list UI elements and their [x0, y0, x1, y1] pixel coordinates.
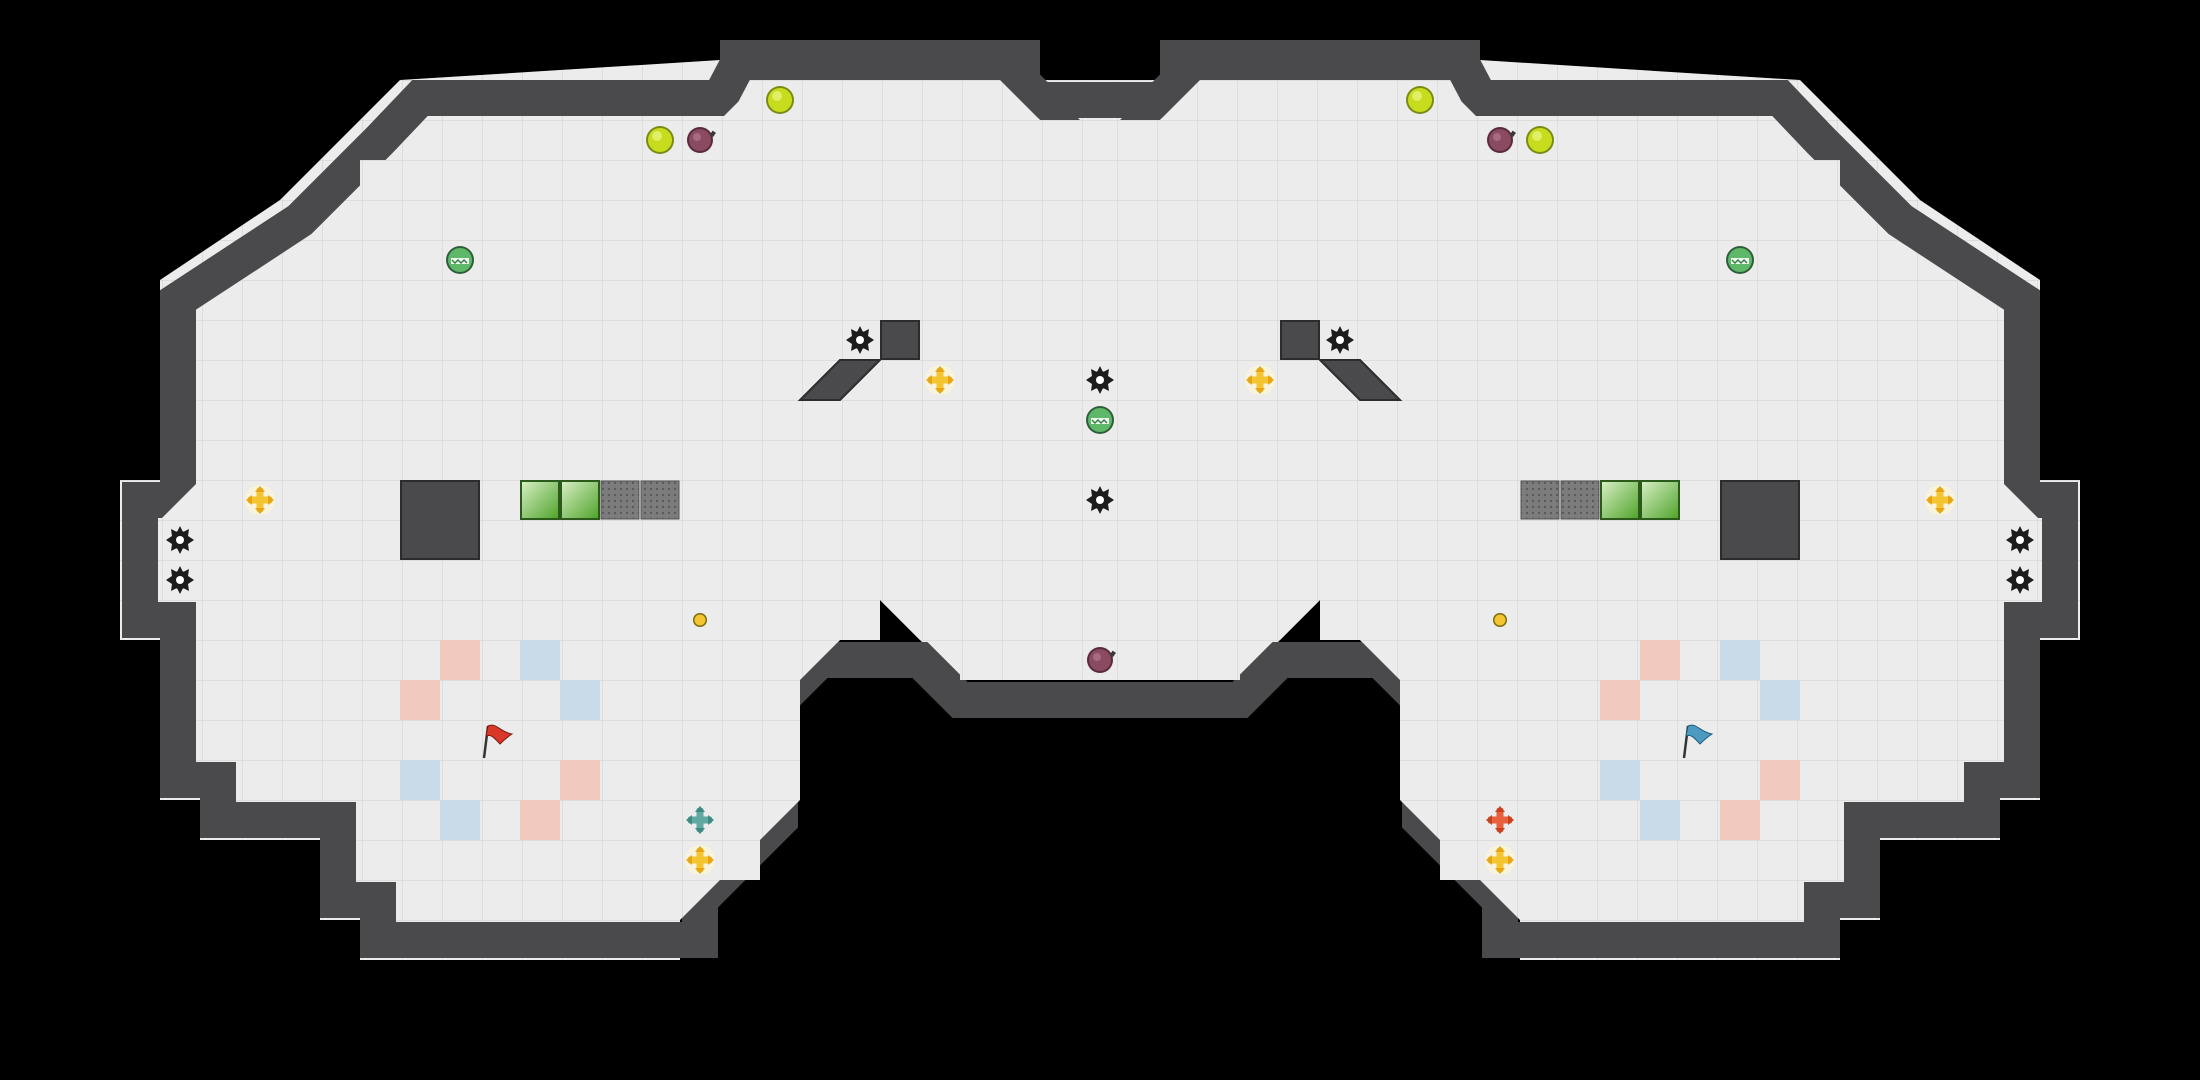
grey-gates — [600, 480, 1600, 520]
booster — [245, 485, 275, 515]
powerup — [766, 86, 794, 114]
marker — [445, 245, 475, 275]
powerup — [646, 126, 674, 154]
small-dots — [693, 613, 1507, 627]
green-gates — [520, 480, 1680, 520]
booster — [685, 845, 715, 875]
red-team-booster — [1486, 806, 1514, 834]
wall-top-left-block — [720, 40, 1480, 120]
booster — [1485, 845, 1515, 875]
blue-team-tiles — [400, 640, 1800, 840]
powerup — [1406, 86, 1434, 114]
powerup — [1526, 126, 1554, 154]
booster — [1245, 365, 1275, 395]
interior-walls — [400, 320, 1800, 560]
blue-team-booster — [686, 806, 714, 834]
red-team-tiles — [400, 640, 1800, 840]
team-boosters — [686, 806, 1514, 834]
marker — [1725, 245, 1755, 275]
booster — [925, 365, 955, 395]
red-flag-icon — [482, 724, 514, 759]
booster — [1925, 485, 1955, 515]
blue-flag-icon — [1682, 724, 1714, 759]
marker — [1085, 405, 1115, 435]
